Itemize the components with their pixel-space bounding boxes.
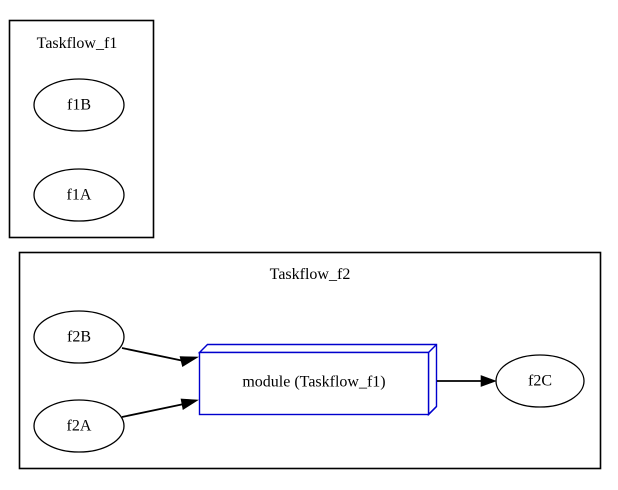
edge-f2A-to-module-arrowhead <box>180 398 199 410</box>
cluster-taskflow-f1: Taskflow_f1 f1B f1A <box>8 19 155 239</box>
edge-f2A-to-module-line <box>121 403 185 418</box>
node-f2A-ellipse[interactable] <box>33 399 125 453</box>
cluster-taskflow-f2-border <box>18 251 602 470</box>
edge-f2B-to-module <box>121 347 200 367</box>
node-f2C[interactable]: f2C <box>495 354 585 408</box>
node-module-taskflow-f1-front[interactable] <box>198 351 430 416</box>
cluster-taskflow-f2-label: Taskflow_f2 <box>270 266 351 283</box>
edge-f2B-to-module-line <box>121 347 185 362</box>
node-f1B-label: f1B <box>67 97 91 114</box>
node-f2B-label: f2B <box>67 329 91 346</box>
node-f2B-ellipse[interactable] <box>33 310 125 364</box>
node-f1A-label: f1A <box>67 187 92 204</box>
node-f1A[interactable]: f1A <box>33 168 125 222</box>
cluster-taskflow-f1-border <box>8 19 155 239</box>
node-f1B-ellipse[interactable] <box>33 78 125 132</box>
node-f2C-label: f2C <box>528 373 552 390</box>
edge-module-to-f2C <box>437 375 497 387</box>
node-f2A[interactable]: f2A <box>33 399 125 453</box>
node-module-taskflow-f1-edge-bottom-right <box>428 406 437 415</box>
node-module-taskflow-f1[interactable]: module (Taskflow_f1) <box>197 343 438 417</box>
cluster-taskflow-f1-label: Taskflow_f1 <box>37 35 118 52</box>
edge-f2B-to-module-arrowhead <box>179 356 200 367</box>
node-module-taskflow-f1-edge-top-right <box>428 344 437 353</box>
node-f2B[interactable]: f2B <box>33 310 125 364</box>
node-f2A-label: f2A <box>67 418 92 435</box>
node-module-taskflow-f1-label: module (Taskflow_f1) <box>242 374 385 391</box>
cluster-taskflow-f2: Taskflow_f2 f2B f2A module (Taskflow <box>18 251 602 470</box>
node-f1A-ellipse[interactable] <box>33 168 125 222</box>
node-f1B[interactable]: f1B <box>33 78 125 132</box>
edge-module-to-f2C-arrowhead <box>480 375 497 387</box>
edge-f2A-to-module <box>121 398 199 418</box>
